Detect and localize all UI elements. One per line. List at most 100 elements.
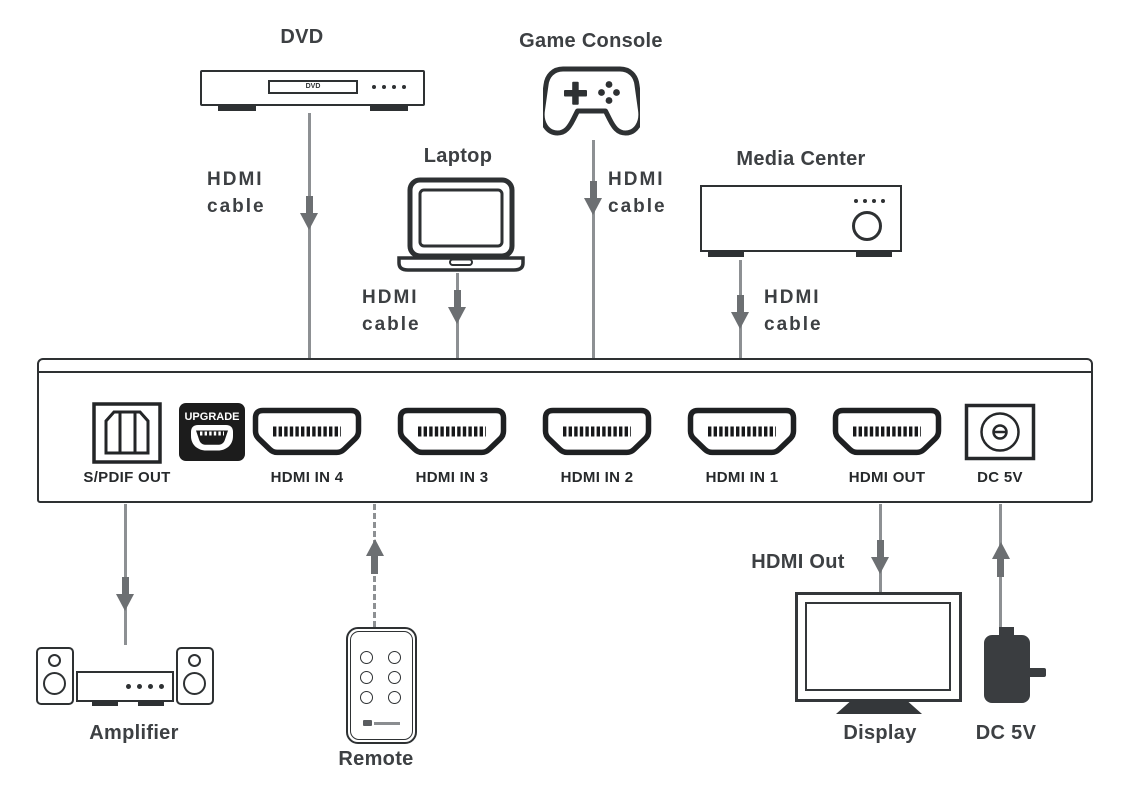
hdmi-cable-label-laptop: HDMI cable [362,284,421,338]
hdmi-out-port-icon [832,407,942,456]
remote-ir-arrowhead [366,539,384,556]
console-cable-line [592,140,595,371]
hdmi-out-port-label: HDMI OUT [848,469,926,486]
cable-word: cable [764,314,823,335]
hdmi-word: HDMI [362,287,419,308]
remote-button [388,651,401,664]
hdmi-word: HDMI [207,169,264,190]
dvd-cable-arrow [306,196,313,214]
hdmi-in-3-port-label: HDMI IN 3 [415,469,489,486]
speaker-icon [36,647,74,705]
remote-button [360,691,373,704]
cable-word: cable [608,196,667,217]
remote-button [360,651,373,664]
hdmi-word: HDMI [608,169,665,190]
amp-led-dot [126,684,131,689]
power-cable-arrowhead [992,542,1010,559]
media-knob [852,211,882,241]
gamepad-button-dot [613,89,620,96]
power-adapter-icon [984,635,1030,703]
media-led-dot [863,199,867,203]
remote-button [388,671,401,684]
laptop-cable-arrowhead [448,307,466,324]
power-cable-arrow [997,559,1004,577]
media-cable-arrowhead [731,312,749,329]
hdmi-out-cable-arrow [877,540,884,558]
speaker-tweeter [188,654,201,667]
laptop-cable-arrow [454,290,461,308]
media-led-dot [881,199,885,203]
amp-led-dot [148,684,153,689]
console-cable-arrowhead [584,198,602,215]
remote-button [388,691,401,704]
cable-word: cable [362,314,421,335]
dc-5v-port-icon [964,403,1036,461]
dvd-foot [218,104,256,111]
power-adapter-prong [1028,668,1046,677]
console-cable-arrow [590,181,597,199]
display-screen [805,602,951,691]
media-led-dot [872,199,876,203]
speaker-icon [176,647,214,705]
spdif-out-port-icon [92,402,162,464]
dvd-led-dot [402,85,406,89]
hdmi-out-cable-arrowhead [871,557,889,574]
spdif-out-port-label: S/PDIF OUT [83,469,171,486]
amp-unit [76,671,174,702]
media-center-icon [700,185,902,252]
game-console-label: Game Console [519,30,663,52]
hdmi-in-2-port-icon [542,407,652,456]
gamepad-button-dot [605,97,613,104]
speaker-woofer [43,672,66,695]
dvd-led-dot [382,85,386,89]
hdmi-in-2-port-label: HDMI IN 2 [560,469,634,486]
speaker-tweeter [48,654,61,667]
amp-foot [92,700,118,706]
hdmi-word: HDMI [764,287,821,308]
remote-inner-outline [350,631,413,740]
power-adapter-label: DC 5V [975,722,1037,744]
gamepad-button-dot [598,89,605,96]
dvd-player-icon: DVD [200,70,425,106]
hdmi-cable-label-console: HDMI cable [608,166,667,220]
amp-foot [138,700,164,706]
dvd-label: DVD [280,26,324,48]
dvd-cable-line [308,113,311,371]
amp-led-dot [159,684,164,689]
media-center-label: Media Center [736,148,866,170]
hdmi-in-1-port-label: HDMI IN 1 [705,469,779,486]
dvd-tray: DVD [268,80,358,94]
media-foot [708,250,744,257]
speaker-woofer [183,672,206,695]
remote-icon [346,627,417,744]
hdmi-in-1-port-icon [687,407,797,456]
display-stand [836,701,922,714]
amplifier-icon [30,645,218,708]
display-label: Display [843,722,917,744]
hdmi-cable-label-media: HDMI cable [764,284,823,338]
laptop-icon [397,177,525,272]
dvd-led-dot [392,85,396,89]
spdif-cable-arrow [122,577,129,595]
remote-button [360,671,373,684]
gamepad-button-dot [605,81,613,88]
upgrade-port-icon: UPGRADE [179,403,245,461]
dvd-led-dot [372,85,376,89]
hdmi-cable-label-dvd: HDMI cable [207,166,266,220]
remote-label: Remote [338,748,414,770]
upgrade-port-label: UPGRADE [184,411,239,423]
media-foot [856,250,892,257]
display-icon [795,592,962,702]
hdmi-in-3-port-icon [397,407,507,456]
hdmi-out-cable-label: HDMI Out [751,551,845,573]
dvd-foot [370,104,408,111]
cable-word: cable [207,196,266,217]
media-cable-arrow [737,295,744,313]
spdif-cable-line [124,504,127,645]
remote-logo-text [374,722,400,725]
amplifier-label: Amplifier [89,722,179,744]
laptop-label: Laptop [423,145,493,167]
hdmi-in-4-port-label: HDMI IN 4 [270,469,344,486]
game-console-icon [543,66,640,136]
